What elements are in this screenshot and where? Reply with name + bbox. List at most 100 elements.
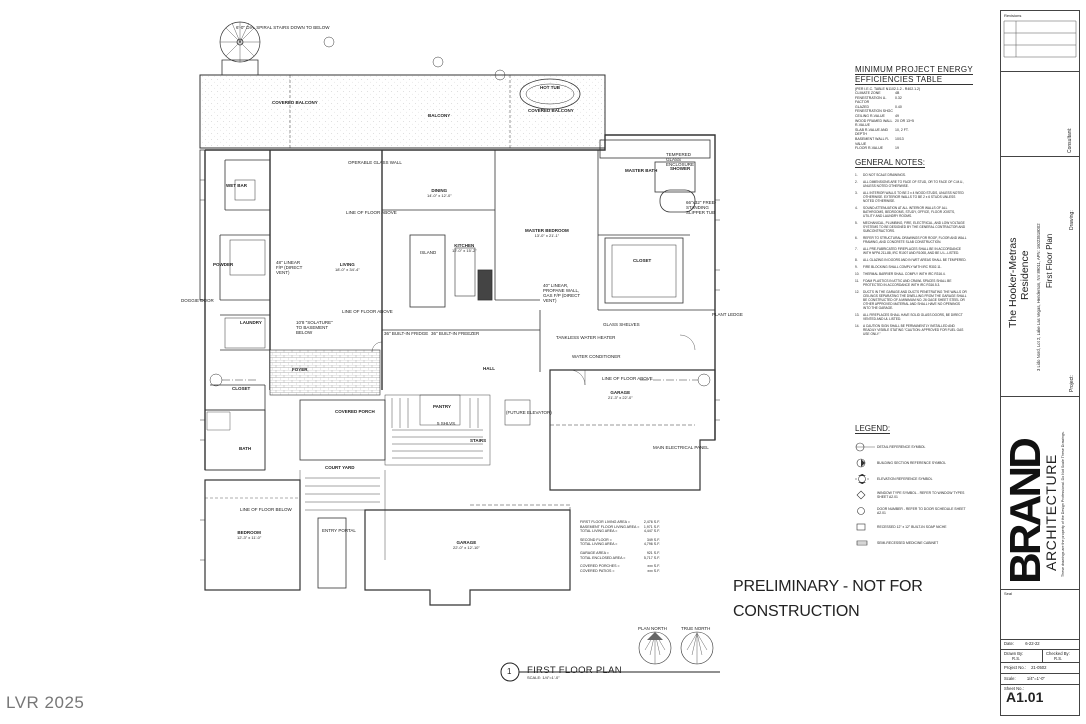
room-closet: CLOSET — [633, 258, 652, 263]
room-master-bath: MASTER BATH — [625, 168, 658, 173]
project-box: Project: The Hooker-Metras Residence 3 L… — [1001, 156, 1079, 397]
builtin-freezer-note: 36" BUILT-IN FREEZER — [431, 331, 480, 336]
island-label: ISLAND — [420, 250, 437, 255]
note-item: 3.ALL INTERIOR WALLS TO BE 2 x 4 WOOD ST… — [855, 191, 964, 203]
brand-logo: BRAND — [1001, 440, 1050, 584]
note-item: 10.THERMAL BARRIER SHALL COMPLY WITH IRC… — [855, 272, 946, 276]
seal-box: Seal — [1001, 589, 1079, 640]
linear-fp-note-2: 40" LINEAR, PROPANE WALL, GAS F/P (DIREC… — [543, 283, 581, 303]
room-powder: POWDER — [213, 262, 234, 267]
main-panel-note: MAIN ELECTRICAL PANEL — [653, 445, 709, 450]
area-row: TOTAL LIVING AREA =4,796 S.F. — [580, 542, 660, 547]
sheet-number: A1.01 — [1006, 689, 1044, 705]
area-row: COVERED PORCHES =xxx S.F. — [580, 564, 660, 569]
scale-row: Scale: 1/4"=1'-0" — [1001, 674, 1079, 685]
seal-label: Seal — [1004, 591, 1013, 596]
tempered-glass-note: TEMPERED GLASS ENCLOSURE — [666, 152, 695, 167]
room-laundry: LAUNDRY — [240, 320, 262, 325]
revisions-box: Revisions — [1001, 11, 1079, 72]
consultant-box: Consultant: — [1001, 71, 1079, 157]
elevation-reference-icon — [855, 474, 869, 484]
room-foyer: FOYER — [292, 367, 308, 372]
glass-shelves-note: GLASS SHELVES — [603, 322, 640, 327]
true-north-label: TRUE NORTH — [681, 626, 711, 631]
doggie-door-note: DOGGIE DOOR — [181, 298, 214, 303]
plan-scale: SCALE: 1/4"=1'-0" — [527, 675, 560, 680]
general-notes-title: GENERAL NOTES: — [855, 158, 925, 168]
floor-plan-drawing — [199, 21, 720, 682]
stair-below-note: 10'8 "SOLATURE" TO BASEMENT BELOW — [296, 320, 333, 335]
note-item: 4.SOUND ATTENUATION AT ALL INTERIOR WALL… — [855, 206, 955, 218]
energy-efficiency-table: MINIMUM PROJECT ENERGY EFFICIENCIES TABL… — [855, 65, 973, 151]
legend-row: DOOR NUMBER - REFER TO DOOR SCHEDULE SHE… — [855, 506, 967, 516]
future-elevator-label: (FUTURE ELEVATOR) — [506, 410, 552, 415]
title-block: Revisions Consultant: Project: The Hooke… — [1000, 10, 1080, 716]
plant-ledge-note: PLANT LEDGE — [712, 312, 743, 317]
energy-table-title: MINIMUM PROJECT ENERGY — [855, 65, 974, 75]
area-summary-table: FIRST FLOOR LIVING AREA =2,476 S.F. BASE… — [580, 520, 660, 573]
door-number-icon — [857, 507, 865, 515]
area-row: TOTAL ENCLOSED AREA =5,717 S.F. — [580, 555, 660, 560]
entry-portal-label: ENTRY PORTAL — [322, 528, 356, 533]
legend: LEGEND: DETAIL REFERENCE SYMBOL BUILDING… — [855, 418, 967, 548]
room-pantry: PANTRY — [433, 404, 451, 409]
builtin-fridge-note: 36" BUILT-IN FRIDGE — [384, 331, 429, 336]
energy-table-ref: (PER I.E.C. TABLE N1102.1.2 - R402.1.2) — [855, 87, 921, 91]
note-item: 7.ALL PRE-FABRICATED FIREPLACES SHALL BE… — [855, 247, 962, 255]
revisions-grid — [1003, 20, 1077, 58]
note-item: 1.DO NOT SCALE DRAWINGS. — [855, 173, 906, 177]
logo-box: BRAND ARCHITECTURE These drawings are th… — [1001, 399, 1079, 590]
water-conditioner-note: WATER CONDITIONER — [572, 354, 621, 359]
legend-row: WINDOW TYPE SYMBOL - REFER TO WINDOW TYP… — [855, 490, 967, 500]
tankless-note: TANKLESS WATER HEATER — [556, 335, 616, 340]
note-item: 8.ALL GLAZING IN DOORS AND IN WET AREAS … — [855, 258, 967, 262]
shower-label: SHOWER — [670, 166, 691, 171]
area-row: BASEMENT FLOOR LIVING AREA =1,971 S.F. — [580, 524, 660, 529]
room-covered-balcony-2: COVERED BALCONY — [528, 108, 574, 113]
line-of-floor-above-note: LINE OF FLOOR ABOVE — [346, 210, 397, 215]
stairs-label: STAIRS — [470, 438, 487, 443]
project-label: Project: — [1069, 375, 1075, 392]
pantry-shelves-note: 5 SHLVS. — [437, 421, 457, 426]
detail-reference-icon — [855, 442, 875, 452]
legend-row: ELEVATION REFERENCE SYMBOL — [855, 474, 967, 484]
project-address: 3 Lido Nord, Lot 2, Lake Las Vegas, Hend… — [1036, 223, 1041, 371]
room-covered-balcony: COVERED BALCONY — [272, 100, 318, 105]
area-row: FIRST FLOOR LIVING AREA =2,476 S.F. — [580, 520, 660, 524]
area-row: SECOND FLOOR =349 S.F. — [580, 537, 660, 542]
listing-watermark: LVR 2025 — [6, 693, 85, 712]
line-of-floor-above-note-3: LINE OF FLOOR ABOVE — [602, 376, 653, 381]
note-item: 9.FIRE BLOCKING SHALL COMPLY WITH IRC R3… — [855, 265, 942, 269]
plan-callout-number: 1 — [507, 667, 512, 676]
plan-title: FIRST FLOOR PLAN — [527, 665, 622, 676]
sheet-info: Date: 6-22-22 Drawn By:R.S. Checked By:R… — [1001, 639, 1079, 705]
room-closet-2: CLOSET — [232, 386, 251, 391]
drawing-name: First Floor Plan — [1045, 233, 1054, 288]
energy-table-title-2: EFFICIENCIES TABLE — [855, 75, 973, 85]
room-bath: BATH — [239, 446, 252, 451]
window-type-icon — [856, 490, 866, 500]
note-item: 12.DUCTS IN THE GARAGE AND DUCTS PENETRA… — [855, 290, 967, 310]
area-row: GARAGE AREA =921 S.F. — [580, 550, 660, 555]
copyright-note: These drawings are the property of the D… — [1061, 431, 1065, 577]
note-item: 13.ALL FIREPLACES SHALL HAVE SOLID GLASS… — [855, 313, 963, 321]
legend-title: LEGEND: — [855, 424, 891, 434]
area-row: TOTAL LIVING AREA =4,447 S.F. — [580, 529, 660, 534]
revisions-label: Revisions — [1004, 13, 1022, 18]
plan-north-label: PLAN NORTH — [638, 626, 667, 631]
preliminary-notice: PRELIMINARY - NOT FOR CONSTRUCTION — [733, 578, 923, 620]
room-wet-bar: WET BAR — [226, 183, 247, 188]
freestanding-tub-note: 66"x32" FREE-STANDING SLIPPER TUB — [686, 200, 717, 215]
consultant-label: Consultant: — [1067, 127, 1073, 153]
date-row: Date: 6-22-22 — [1001, 639, 1079, 650]
